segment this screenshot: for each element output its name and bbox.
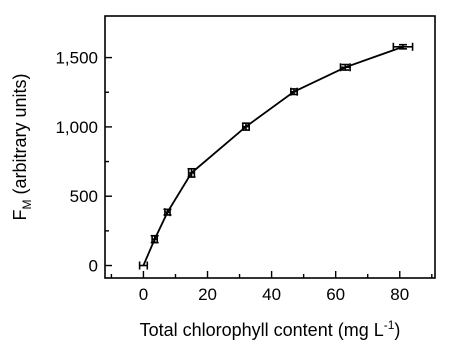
x-tick-label: 80 [390, 285, 409, 304]
data-point [163, 208, 172, 217]
x-tick-label: 0 [139, 285, 148, 304]
x-tick-label: 60 [326, 285, 345, 304]
data-point [138, 261, 149, 270]
plot-frame [104, 15, 436, 279]
data-point [290, 87, 299, 96]
y-tick-label: 500 [70, 187, 98, 206]
data-point [150, 234, 159, 244]
series-layer [138, 42, 414, 270]
y-axis-title: FM (arbitrary units) [10, 73, 34, 220]
x-axis-title: Total chlorophyll content (mg L-1) [140, 318, 401, 340]
data-point [339, 63, 351, 72]
y-tick-label: 0 [89, 257, 98, 276]
data-point [241, 122, 250, 131]
y-tick-label: 1,500 [55, 49, 98, 68]
x-tick-label: 40 [262, 285, 281, 304]
data-point [392, 42, 414, 51]
series-line [142, 45, 404, 266]
ticks-layer [105, 56, 433, 278]
labels-layer: 0 20 40 60 80 0 500 1,000 1,500 [55, 49, 409, 304]
y-tick-label: 1,000 [55, 118, 98, 137]
data-point [187, 167, 196, 178]
x-tick-label: 20 [198, 285, 217, 304]
